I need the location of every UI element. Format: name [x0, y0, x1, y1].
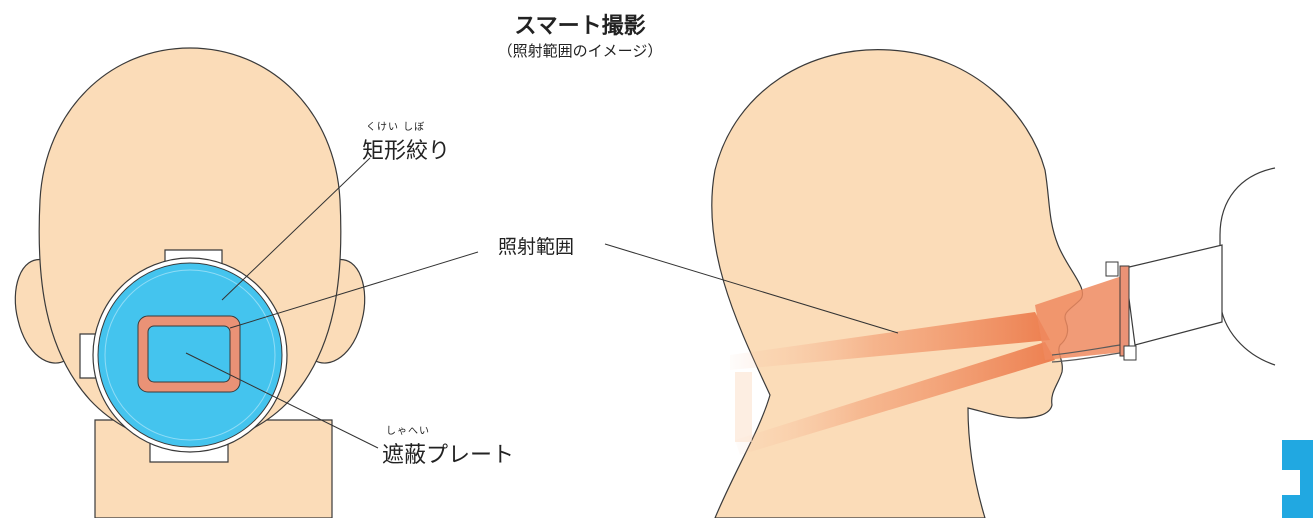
label-collimator-ruby: くけい しぼ [366, 122, 426, 133]
xray-tube [1105, 167, 1276, 366]
tube-tip-bracket-bottom [1123, 345, 1137, 361]
beam-fade-edge [735, 372, 752, 442]
label-shield-text: 遮蔽プレート [382, 443, 515, 468]
label-collimator: くけい しぼ 矩形絞り [362, 118, 450, 165]
rear-head [14, 47, 366, 519]
leader-shield [185, 352, 379, 449]
diagram-subtitle: （照射範囲のイメージ） [497, 42, 663, 60]
label-shield-ruby: しゃへい [386, 426, 430, 437]
beam-lower [735, 342, 1055, 455]
diagram-title: スマート撮影 [514, 14, 646, 39]
shield-inner-ring [104, 269, 276, 441]
profile-face [711, 49, 1084, 519]
leader-range-profile [604, 243, 899, 334]
label-shield-plate: しゃへい 遮蔽プレート [382, 422, 514, 469]
label-collimator-text: 矩形絞り [362, 139, 451, 164]
tube-tip-plate [1119, 265, 1130, 357]
tube-cone [1124, 244, 1223, 346]
brand-mark-icon [1282, 440, 1313, 518]
beam-upper [730, 312, 1050, 370]
leader-collimator [221, 157, 371, 301]
beam-cone [1035, 275, 1125, 360]
sensor-holder [1051, 344, 1121, 363]
label-irradiation-range: 照射範囲 [498, 236, 575, 258]
profile-head [711, 49, 1125, 519]
tube-tip-bracket-top [1105, 261, 1119, 277]
leader-range-rear [229, 251, 479, 329]
tube-housing [1219, 167, 1276, 366]
